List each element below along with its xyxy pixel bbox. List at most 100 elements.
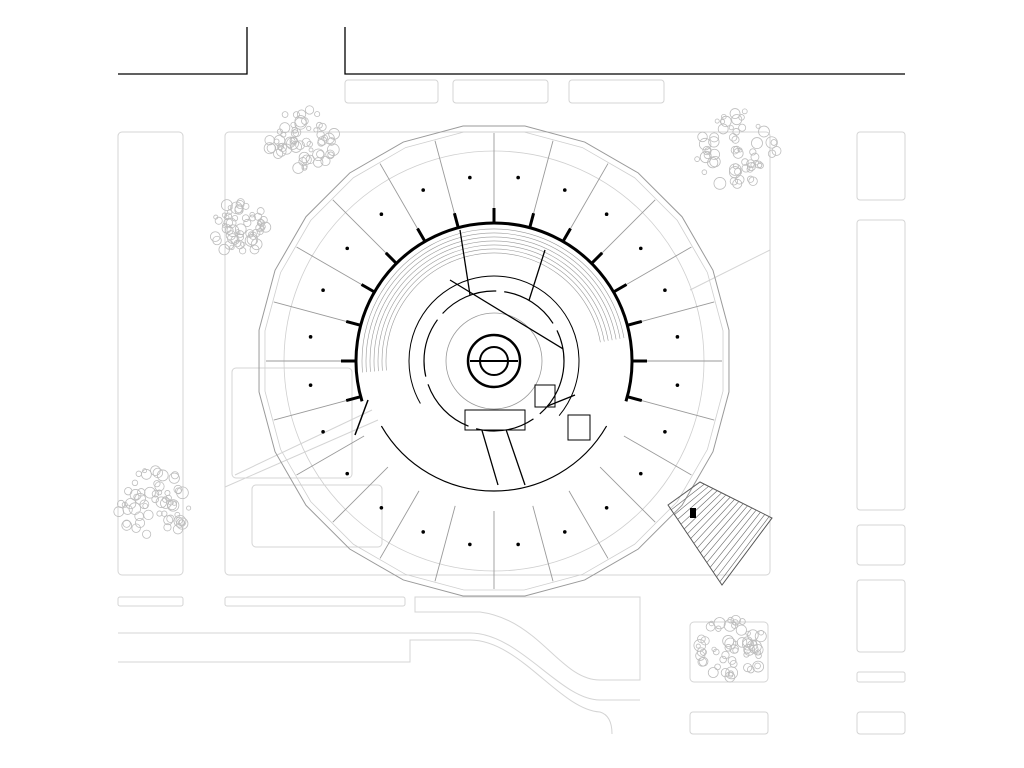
tree-bottom-right-icon [693,614,767,683]
tree-leaf [161,510,168,517]
interior-wall [459,229,471,296]
tree-leaf [700,636,710,646]
column [638,471,643,476]
outer-wall [354,221,634,402]
seating-tier [365,232,621,373]
block-right-4 [856,579,906,653]
wall-buttress [452,212,460,229]
column [379,505,384,510]
tree-leaf [714,663,721,671]
tree-leaf [221,212,228,218]
parking-bay [568,79,665,104]
tree-leaf [141,469,152,480]
tree-leaf [749,148,757,156]
tree-leaf [728,125,734,131]
block-right-5 [856,671,906,683]
tree-leaf [327,137,336,146]
tree-leaf [754,662,761,670]
tree-leaf [289,136,298,145]
tree-leaf [308,147,314,153]
tree-leaf [724,671,736,683]
tree-leaf [750,162,757,168]
tree-leaf [750,152,760,162]
wall-buttress [561,227,572,243]
interior-wall [547,394,576,407]
tree-leaf [246,233,259,246]
tree-top-right-icon [694,108,782,190]
tree-leaf [234,223,247,236]
tree-leaf [699,648,707,656]
tree-leaf [131,479,139,487]
ramp-step [687,494,727,535]
tree-leaf [304,105,315,115]
tree-leaf [256,207,265,216]
interior-wall [505,429,526,486]
tree-leaf [171,500,178,506]
tree-leaf [770,139,778,146]
ramp-step [690,496,731,539]
tree-leaf [741,158,749,166]
block-right-3 [856,524,906,566]
sidewalk-strip [224,596,406,607]
tree-leaf [168,472,180,484]
tree-leaf [720,115,732,128]
tree-leaf [751,137,763,150]
tree-leaf [715,625,722,632]
tree-leaf [727,616,734,624]
tree-leaf [289,140,295,146]
tree-leaf [133,493,140,500]
tree-leaf [213,214,219,220]
tree-leaf [723,619,737,632]
property-line-left [118,27,248,75]
tree-leaf [724,644,733,652]
tree-leaf [746,162,756,172]
seating-tier [361,228,625,373]
tree-leaf [224,226,234,235]
tree-leaf [747,665,755,674]
tree-leaf [742,636,753,648]
tree-leaf [746,175,755,183]
tree-leaf [317,136,328,146]
radial-partition [532,140,554,217]
wall-buttress [416,227,427,243]
radial-partition [623,246,692,287]
road-curve [414,596,641,681]
wall-buttress [345,395,362,403]
block-right-2 [856,219,906,511]
tree-leaf [695,643,701,649]
tree-leaf [250,238,263,251]
tree-leaf [276,146,287,157]
ramp-step [696,501,740,549]
tree-leaf [323,132,335,145]
tree-leaf [175,516,183,525]
ramp-step [700,503,744,554]
tree-leaf [220,199,233,212]
tree-leaf [176,517,189,530]
tree-leaf [281,111,289,118]
stair-core [534,384,556,408]
column [421,530,426,534]
core-wall [408,275,580,416]
tree-leaf [327,151,335,159]
small-room [567,414,591,441]
tree-leaf [313,127,319,133]
ramp-step [693,499,735,544]
tree-leaf [739,618,746,625]
tree-leaf [732,647,739,654]
tree-leaf [708,136,720,148]
tree-leaf [129,489,142,501]
tree-leaf [131,523,141,533]
parking-bay [344,79,439,104]
radial-partition [332,466,389,523]
inner-court-wall [423,290,565,432]
entry-wall [354,399,369,436]
column [562,530,567,534]
wall-buttress [590,251,604,265]
tree-leaf [316,130,325,140]
tree-leaf [316,121,323,129]
tree-leaf [735,624,747,636]
ramp-step [719,516,770,582]
tree-leaf [153,480,161,488]
tree-leaf [306,141,313,148]
